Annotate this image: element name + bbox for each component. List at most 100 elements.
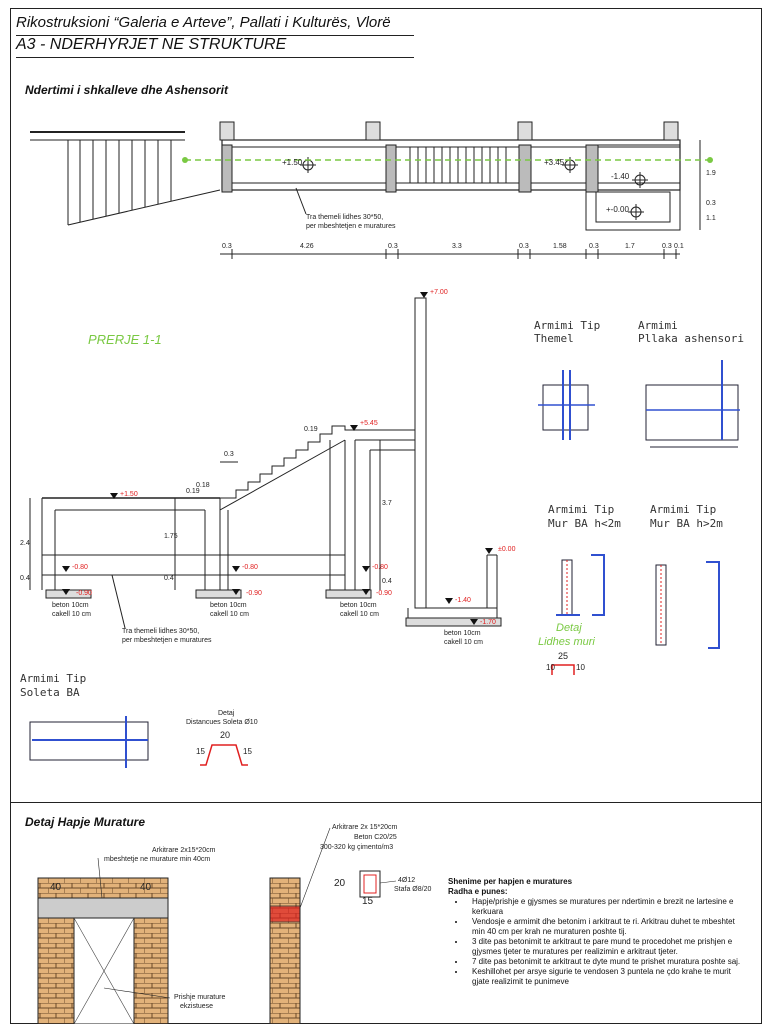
detail-themel-label-2: Themel — [534, 332, 574, 345]
plan-note-1: Tra themeli lidhes 30*50, — [306, 214, 384, 221]
section-dim-7: 1.75 — [164, 533, 178, 540]
plan-dim-5: 0.3 — [519, 243, 529, 250]
detail-themel-drawing — [538, 370, 595, 440]
header-rule-2 — [16, 57, 414, 58]
detail-soleta-label-1: Armimi Tip — [20, 672, 87, 685]
detail-lidhes-side-1: 10 — [546, 663, 555, 672]
section-divider — [10, 802, 762, 803]
section-note-2a: beton 10cm — [210, 602, 247, 609]
section-marker-right — [707, 157, 713, 163]
detail-pllaka-drawing — [645, 360, 740, 448]
section-note-4a: beton 10cm — [444, 630, 481, 637]
plan-dim-6: 1.58 — [553, 243, 567, 250]
section-marker-left — [182, 157, 188, 163]
plan-dim-3: 0.3 — [388, 243, 398, 250]
section-note-4b: cakell 10 cm — [444, 639, 483, 646]
section-dim-6: 0.4 — [20, 575, 30, 582]
section-level-10: -0.90 — [246, 590, 262, 597]
section-note-1a: beton 10cm — [52, 602, 89, 609]
opening-arch2-3: 300-320 kg çimento/m3 — [320, 844, 394, 851]
plan-drawing — [30, 121, 701, 259]
plan-title: Ndertimi i shkalleve dhe Ashensorit — [25, 83, 228, 97]
section-dim-10: 0.4 — [382, 578, 392, 585]
section-note-3a: beton 10cm — [340, 602, 377, 609]
detail-lidhes-label-1: Detaj — [556, 622, 582, 634]
plan-side-dim-2: 0.3 — [706, 200, 716, 207]
opening-section — [269, 827, 397, 1024]
detail-distancues-label-1: Detaj — [218, 710, 235, 717]
project-title: Rikostruksioni “Galeria e Arteve”, Palla… — [16, 14, 391, 31]
detail-distancues-dim-3: 15 — [243, 747, 252, 756]
detail-mur-big-label-1: Armimi Tip — [650, 503, 717, 516]
detail-distancues-dim-1: 20 — [220, 730, 231, 740]
notes-item: 3 dite pas betonimit te arkitraut te par… — [466, 937, 748, 957]
detail-pllaka-label-2: Pllaka ashensori — [638, 332, 744, 345]
section-dim-4: 0.18 — [196, 482, 210, 489]
opening-arch2-2: Beton C20/25 — [354, 834, 397, 841]
plan-dim-9: 0.3 — [662, 243, 672, 250]
opening-demolish-1: Prishje murature — [174, 994, 226, 1001]
detail-themel-label-1: Armimi Tip — [534, 319, 601, 332]
section-level-3: +1.50 — [120, 491, 138, 498]
section-dim-9: 3.7 — [382, 500, 392, 507]
section-level-6: -0.80 — [372, 564, 388, 571]
section-drawing — [29, 297, 502, 629]
detail-mur-big-drawing — [655, 561, 720, 649]
plan-dim-4: 3.3 — [452, 243, 462, 250]
notes-list: Hapje/prishje e gjysmes se muratures per… — [448, 897, 748, 987]
detail-distancues-label-2: Distancues Soleta Ø10 — [186, 719, 258, 726]
plan-dim-10: 0.1 — [674, 243, 684, 250]
opening-title: Detaj Hapje Murature — [25, 815, 146, 829]
detail-mur-small-label-2: Mur BA h<2m — [548, 517, 621, 530]
opening-rebar-1: 4Ø12 — [398, 877, 416, 884]
section-level-4: -0.80 — [72, 564, 88, 571]
section-level-7: -1.40 — [455, 597, 471, 604]
section-title: PRERJE 1-1 — [88, 332, 162, 347]
section-level-9: -0.90 — [76, 590, 92, 597]
section-level-1: +7.00 — [430, 289, 448, 296]
opening-canvas — [37, 827, 397, 1024]
detail-distancues-drawing — [200, 744, 248, 766]
opening-arch-note-2: mbeshtetje ne murature min 40cm — [104, 856, 211, 863]
detail-mur-small-label-1: Armimi Tip — [548, 503, 615, 516]
section-beam-note-2: per mbeshtetjen e muratures — [122, 637, 212, 644]
plan-dim-7: 0.3 — [589, 243, 599, 250]
plan-level-1: +1.50 — [282, 158, 303, 167]
detail-distancues-dim-2: 15 — [196, 747, 205, 756]
plan-side-dim-3: 1.1 — [706, 215, 716, 222]
section-note-1b: cakell 10 cm — [52, 611, 91, 618]
notes-item: 7 dite pas betonimit te arkitraut te dyt… — [466, 957, 748, 967]
opening-arch2-1: Arkitrare 2x 15*20cm — [332, 824, 398, 831]
section-level-5: -0.80 — [242, 564, 258, 571]
opening-notes: Shenime per hapjen e muratures Radha e p… — [448, 877, 748, 987]
section-dim-2: 0.19 — [304, 426, 318, 433]
notes-item: Vendosje e armimit dhe betonim i arkitra… — [466, 917, 748, 937]
opening-dim-2: 40 — [140, 882, 152, 893]
plan-level-2: +3.45 — [544, 158, 565, 167]
opening-arch-note-1: Arkitrare 2x15*20cm — [152, 847, 216, 854]
detail-soleta-label-2: Soleta BA — [20, 686, 80, 699]
opening-elevation — [37, 857, 171, 1024]
section-dim-1: 0.3 — [224, 451, 234, 458]
plan-note-2: per mbeshtetjen e muratures — [306, 223, 396, 230]
drawing-canvas — [29, 121, 740, 768]
detail-pllaka-label-1: Armimi — [638, 319, 678, 332]
detail-lidhes-label-2: Lidhes muri — [538, 636, 595, 648]
opening-sec-dim-1: 20 — [334, 878, 346, 889]
section-level-8: ±0.00 — [498, 546, 516, 553]
notes-title: Shenime per hapjen e muratures — [448, 877, 573, 886]
section-note-2b: cakell 10 cm — [210, 611, 249, 618]
section-dim-8: 0.4 — [164, 575, 174, 582]
detail-lidhes-side-2: 10 — [576, 663, 585, 672]
detail-lidhes-dim: 25 — [558, 651, 569, 661]
opening-sec-dim-2: 15 — [362, 896, 374, 907]
detail-mur-big-label-2: Mur BA h>2m — [650, 517, 723, 530]
opening-dim-1: 40 — [50, 882, 62, 893]
detail-soleta-drawing — [29, 716, 149, 768]
plan-dim-8: 1.7 — [625, 243, 635, 250]
section-level-2: +5.45 — [360, 420, 378, 427]
notes-item: Hapje/prishje e gjysmes se muratures per… — [466, 897, 748, 917]
detail-lidhes-drawing — [551, 664, 575, 675]
plan-level-4: +-0.00 — [606, 205, 629, 214]
plan-dim-2: 4.26 — [300, 243, 314, 250]
